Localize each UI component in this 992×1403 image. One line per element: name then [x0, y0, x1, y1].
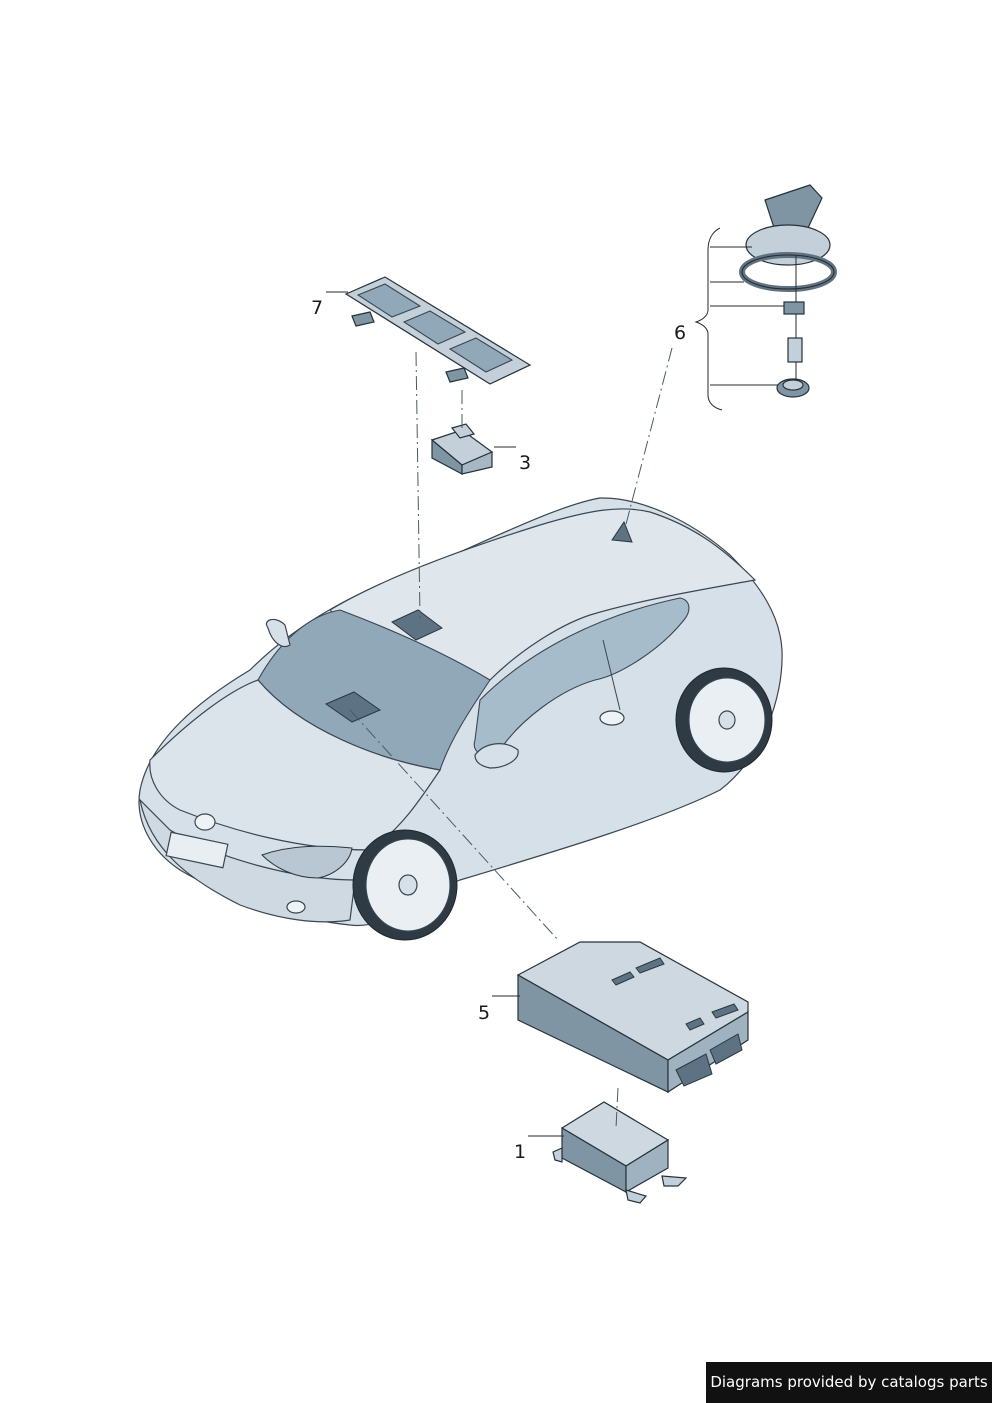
callout-7: 7 — [311, 297, 323, 319]
car-illustration — [138, 497, 783, 941]
callout-6: 6 — [674, 322, 686, 344]
part-5-control-module[interactable] — [516, 941, 749, 1094]
callout-1: 1 — [514, 1141, 526, 1163]
callout-5: 5 — [478, 1002, 490, 1024]
part-1-module[interactable] — [552, 1101, 688, 1204]
part-7-roof-panel[interactable] — [344, 276, 532, 385]
callout-3: 3 — [519, 452, 531, 474]
part-3-control-unit[interactable] — [430, 423, 494, 475]
connector-lines — [349, 347, 673, 1129]
part-6-roof-antenna[interactable] — [694, 184, 837, 411]
credit-banner: Diagrams provided by catalogs parts — [706, 1362, 992, 1403]
leader-lines — [326, 291, 564, 1137]
